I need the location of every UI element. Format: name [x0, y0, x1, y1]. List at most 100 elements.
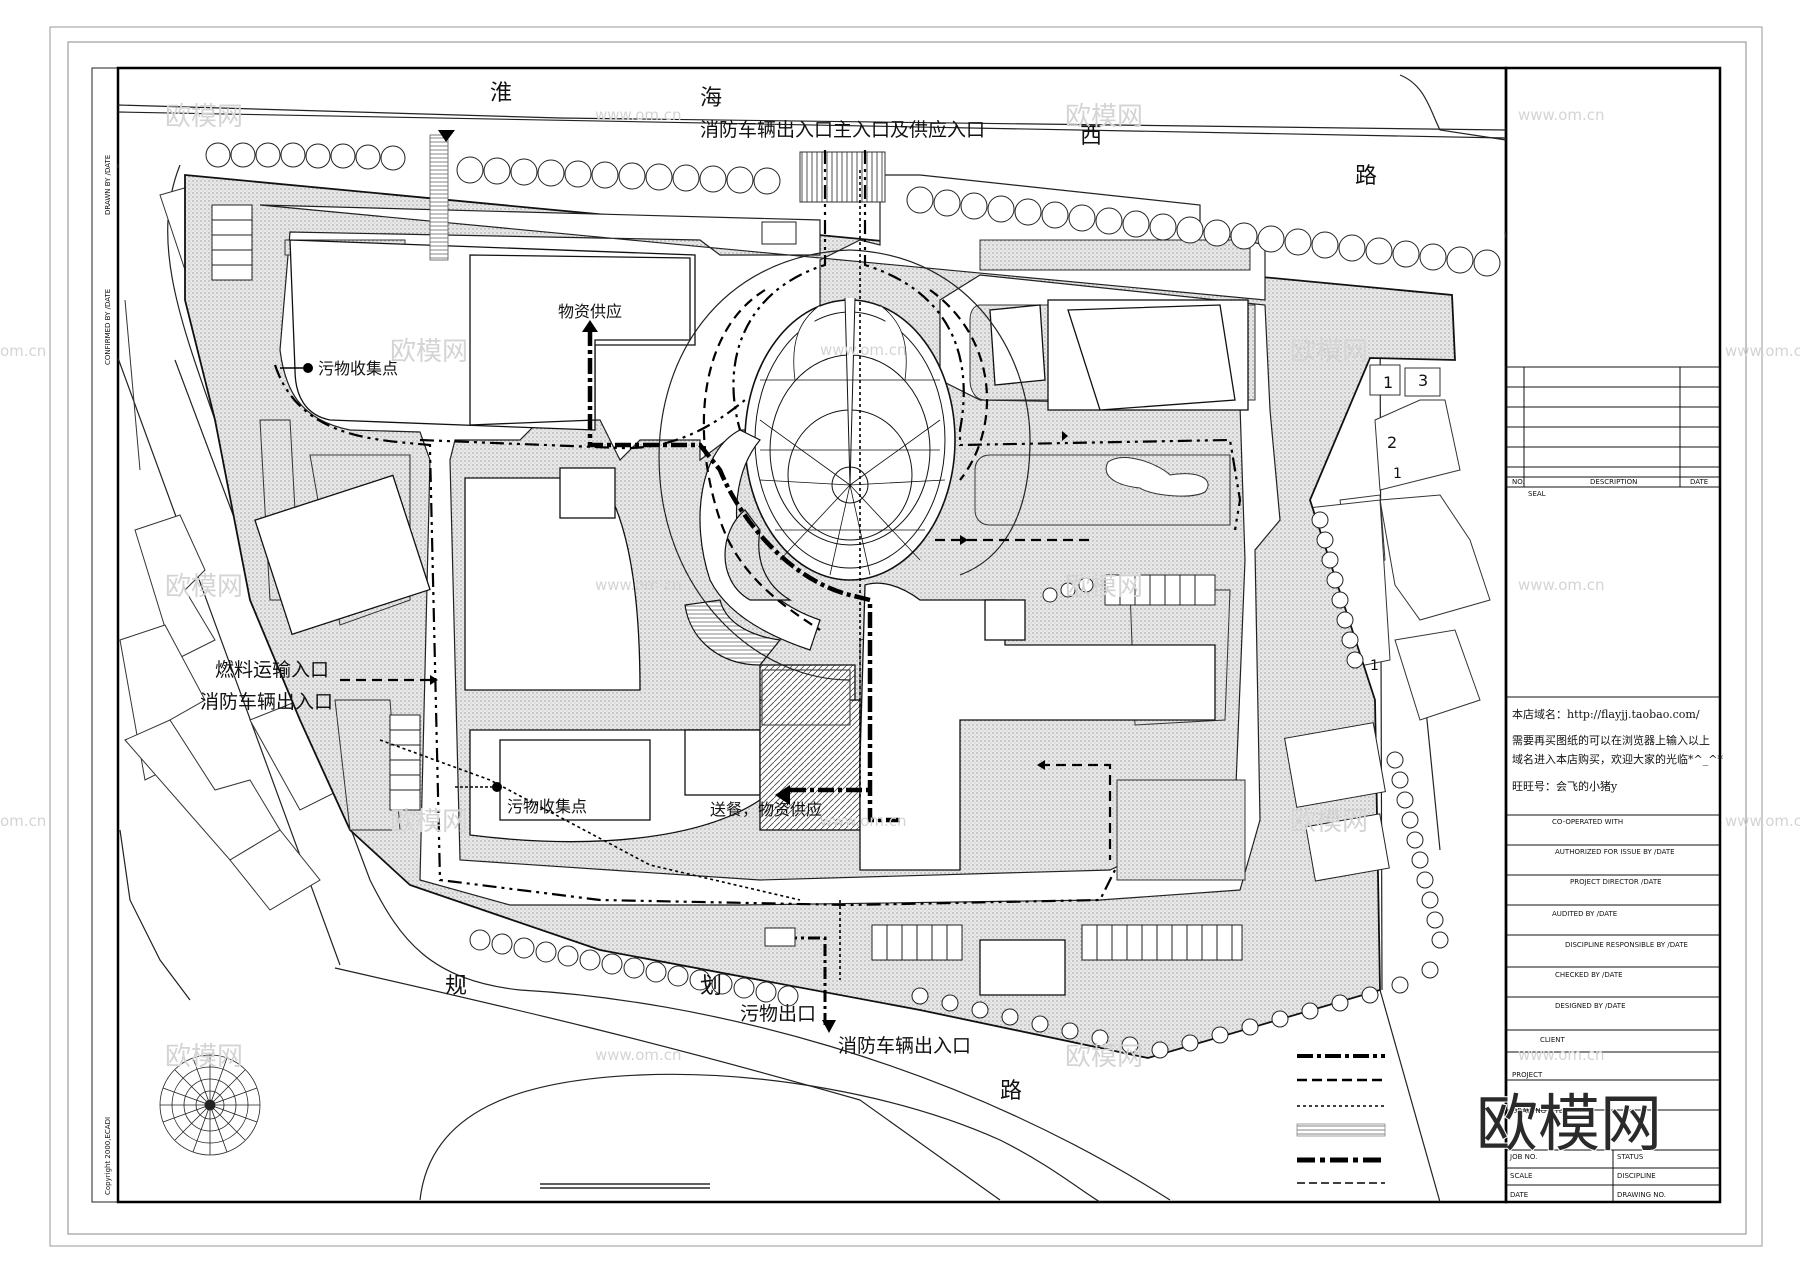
road-char: 淮: [490, 81, 512, 106]
plaza-ring-road: [658, 249, 851, 681]
plaza-ring-road-east: [849, 249, 1031, 576]
road-char: 西: [1080, 124, 1102, 149]
confirmed-by-label: CONFIRMED BY /DATE: [104, 289, 112, 365]
waste-collection-label-top: 污物收集点: [318, 359, 398, 378]
gatehouse: [761, 221, 797, 245]
fire-entrance-west-label: 消防车辆出入口: [200, 691, 333, 713]
supply-label: 物资供应: [558, 302, 622, 321]
title-row-discipline: DISCIPLINE RESPONSIBLE BY /DATE: [1565, 941, 1688, 949]
title-block-frame: [1504, 66, 1722, 1204]
parking-stalls: [211, 204, 1390, 961]
main-gate-crossing: [799, 151, 886, 203]
fire-entrance-south-label: 消防车辆出入口: [838, 1035, 971, 1057]
fire-route-dashdot: [273, 150, 1242, 907]
title-row-checked: CHECKED BY /DATE: [1555, 971, 1623, 979]
fuel-entrance-label: 燃料运输入口: [215, 659, 329, 681]
road-labels-south: 规 划 路: [445, 974, 1022, 1104]
food-supply-label: 送餐，物资供应: [710, 800, 822, 819]
watermark-url: www.om.cn: [1725, 812, 1800, 830]
drawing-no-label: DRAWING NO.: [1617, 1191, 1666, 1199]
watermark-url: www.om.cn: [595, 576, 682, 594]
store-line-2: 需要再买图纸的可以在浏览器上输入以上: [1512, 733, 1710, 747]
rev-header-description: DESCRIPTION: [1590, 478, 1637, 486]
title-row-authorized: AUTHORIZED FOR ISSUE BY /DATE: [1555, 848, 1675, 856]
watermark-url-fragment: om.cn: [0, 342, 46, 360]
seal-label: SEAL: [1528, 490, 1546, 498]
road-labels-north: 淮 海 西 路: [490, 81, 1377, 189]
project-label: PROJECT: [1512, 1071, 1543, 1079]
scale-bar: [540, 1183, 710, 1189]
watermark-url: www.om.cn: [820, 812, 907, 830]
watermark-brand: 欧模网: [1065, 102, 1143, 132]
title-block-dividers: [1506, 696, 1720, 1202]
left-margin-strip: [91, 67, 119, 1203]
watermark-brand: 欧模网: [1065, 572, 1143, 602]
title-row-audited: AUDITED BY /DATE: [1552, 910, 1617, 918]
south-gate-booth: [764, 927, 796, 947]
title-row-director: PROJECT DIRECTOR /DATE: [1570, 878, 1662, 886]
road-char: 路: [1355, 164, 1377, 189]
watermark-brand: 欧模网: [390, 337, 468, 367]
road-char: 划: [700, 974, 722, 999]
watermark-url: www.om.cn: [820, 341, 907, 359]
scale-label: SCALE: [1510, 1172, 1532, 1180]
building-number: 1: [1370, 658, 1379, 674]
watermark-url: www.om.cn: [1518, 106, 1605, 124]
rev-header-no: NO.: [1512, 478, 1525, 486]
watermark-brand: 欧模网: [1065, 1042, 1143, 1072]
watermark-url-fragment: om.cn: [0, 812, 46, 830]
north-crosswalk: [429, 134, 449, 261]
waste-exit-route: [785, 936, 827, 1025]
watermark-brand: 欧模网: [1290, 337, 1368, 367]
watermark-brand: 欧模网: [165, 1042, 243, 1072]
watermark-url: www.om.cn: [1725, 342, 1800, 360]
compass-rose: [159, 1054, 261, 1156]
waste-collection-label-bottom: 污物收集点: [507, 797, 587, 816]
waste-exit-label: 污物出口: [740, 1003, 816, 1025]
waste-route-fine: [379, 170, 861, 980]
inner-sheet-border: [67, 41, 1747, 1235]
pond: [1105, 457, 1209, 497]
watermark-brand: 欧模网: [1290, 807, 1368, 837]
collection-point-markers: [280, 363, 502, 792]
store-url: 本店域名：http://flayjj.taobao.com/: [1512, 707, 1700, 721]
road-char: 规: [445, 974, 467, 999]
tree-rows: [205, 142, 1501, 1059]
building-number: 3: [1418, 371, 1428, 390]
brand-logo-mark: 欧模网: [1476, 1087, 1662, 1160]
watermark-url: www.om.cn: [595, 106, 682, 124]
neighbour-buildings-west: [119, 184, 341, 911]
watermark-brand: 欧模网: [390, 807, 468, 837]
status-label: STATUS: [1617, 1153, 1644, 1161]
building-number: 1: [1393, 466, 1402, 482]
buildings: [254, 239, 1249, 996]
road-char: 海: [700, 86, 722, 111]
watermark-brand: 欧模网: [165, 572, 243, 602]
main-entrance-label: 消防车辆出入口主入口及供应入口: [700, 119, 985, 141]
streets: [117, 74, 1507, 1203]
left-margin-labels: DRAWN BY /DATE CONFIRMED BY /DATE Copyri…: [104, 155, 112, 1195]
central-oval-building: [744, 297, 956, 581]
building-number: 2: [1387, 433, 1397, 452]
date-label: DATE: [1510, 1191, 1528, 1199]
watermarks: 欧模网 www.om.cn 欧模网 www.om.cn om.cn 欧模网 ww…: [0, 102, 1800, 1072]
job-no-label: JOB NO.: [1509, 1153, 1537, 1161]
co-operated-label: CO-OPERATED WITH: [1552, 818, 1623, 826]
store-line-4: 旺旺号：会飞的小猪y: [1512, 779, 1618, 793]
south-ramp: [761, 669, 851, 726]
drawing-title-label: DRAWING TITLE: [1512, 1107, 1567, 1115]
watermark-url: www.om.cn: [1518, 576, 1605, 594]
revision-table: [1505, 366, 1721, 488]
discipline-label: DISCIPLINE: [1617, 1172, 1656, 1180]
drawn-by-label: DRAWN BY /DATE: [104, 155, 112, 215]
store-note: 本店域名：http://flayjj.taobao.com/ 需要再买图纸的可以…: [1512, 707, 1723, 793]
legend: [1296, 1054, 1386, 1184]
road-char: 路: [1000, 1079, 1022, 1104]
client-label: CLIENT: [1540, 1036, 1566, 1044]
building-number: 1: [1383, 373, 1393, 392]
watermark-url: www.om.cn: [595, 1046, 682, 1064]
copyright-label: Copyright 2000,ECADI: [104, 1117, 112, 1195]
route-arrows: [430, 130, 1068, 1033]
watermark-url: www.om.cn: [1518, 1046, 1605, 1064]
